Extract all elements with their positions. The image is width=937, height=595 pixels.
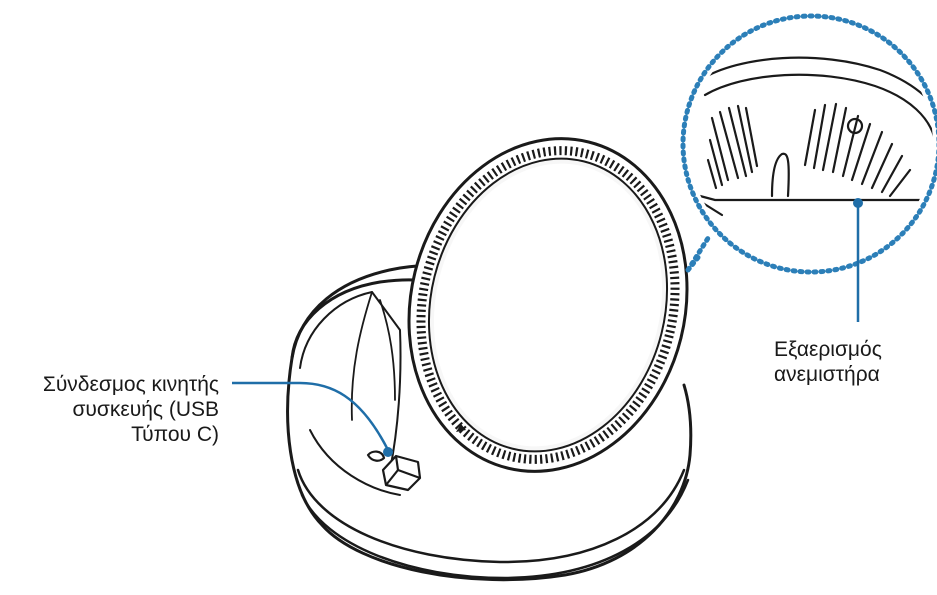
dock-pad bbox=[407, 137, 689, 473]
label-connector-line-1: Σύνδεσμος κινητής bbox=[42, 373, 219, 396]
dock-inner-bowl bbox=[299, 291, 402, 471]
label-vent-line-1: Εξαερισμός bbox=[774, 338, 882, 361]
label-connector-line-3: Τύπου C) bbox=[131, 423, 219, 446]
zoom-center-post bbox=[770, 152, 790, 198]
pad-vent-ring bbox=[416, 146, 680, 464]
zoom-ring bbox=[680, 13, 937, 275]
dock-inner-ridge-2 bbox=[379, 299, 396, 401]
dock-foot-edge bbox=[300, 478, 690, 580]
zoom-detail bbox=[680, 13, 937, 275]
connector-latch bbox=[366, 450, 386, 462]
pad-arrow-mark bbox=[456, 424, 466, 432]
callout-dot-vent bbox=[853, 198, 863, 208]
label-vent-line-2: ανεμιστήρα bbox=[774, 363, 880, 386]
callouts bbox=[232, 204, 860, 451]
vent-slots-left bbox=[706, 104, 759, 190]
pad-surface bbox=[433, 163, 663, 447]
dock-inner-floor bbox=[309, 429, 401, 496]
dock-inner-ridge bbox=[350, 291, 373, 421]
label-connector-line-2: συσκευής (USB bbox=[72, 398, 219, 421]
callout-line-connector bbox=[232, 381, 390, 451]
zoom-pad-edge bbox=[698, 56, 933, 142]
zoom-pad-edge-inner bbox=[703, 73, 933, 142]
dock-foot-rim bbox=[296, 468, 686, 564]
label-fan-vent: Εξαερισμός ανεμιστήρα bbox=[774, 337, 882, 387]
zoom-screw bbox=[846, 117, 864, 135]
callout-dot-connector bbox=[383, 447, 393, 457]
usb-c-connector bbox=[366, 450, 422, 492]
label-usb-c-connector: Σύνδεσμος κινητής συσκευής (USB Τύπου C) bbox=[43, 372, 219, 447]
vent-slots-right bbox=[803, 102, 912, 198]
zoom-leader bbox=[685, 232, 713, 273]
